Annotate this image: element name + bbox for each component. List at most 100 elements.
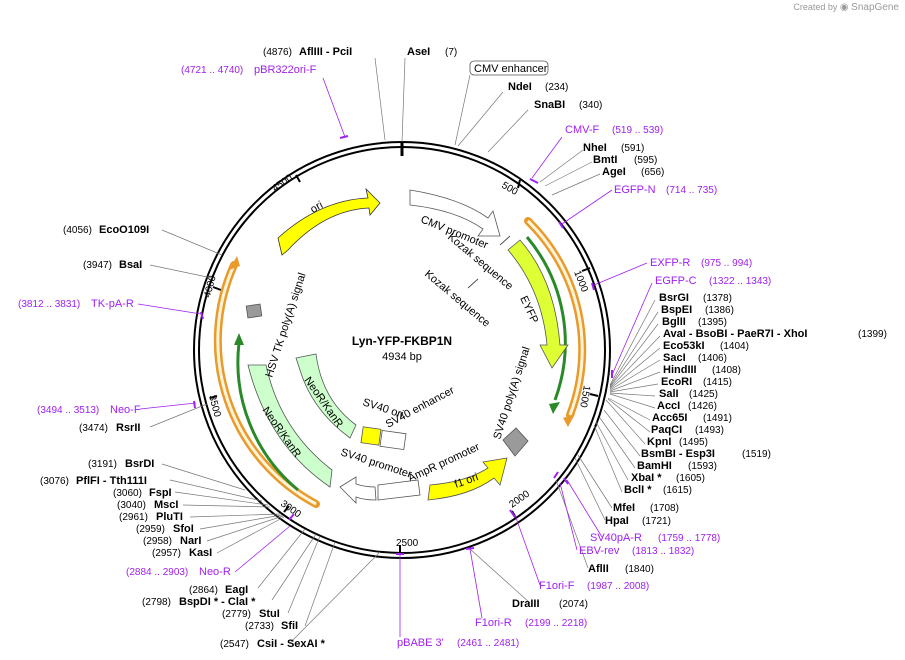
site-bcli-name: BclI *	[624, 484, 652, 496]
tick-label-3500: 3500	[206, 394, 222, 419]
primer-egfpc-name: EGFP-C	[655, 275, 697, 287]
site-avai-pos: (1399)	[858, 329, 887, 340]
site-fspi-pos: (3060)	[113, 488, 142, 499]
primer-f1orif-pos: (1987 .. 2008)	[587, 581, 649, 592]
sv40-polya-box	[502, 427, 529, 457]
site-bamhi-pos: (1593)	[688, 461, 717, 472]
site-aflii-name: AflII	[588, 563, 609, 575]
plasmid-name: Lyn-YFP-FKBP1N	[352, 334, 452, 348]
site-afliii-pos: (4876)	[263, 47, 292, 58]
site-ecori-pos: (1415)	[703, 377, 732, 388]
site-ndei-pos: (234)	[545, 82, 568, 93]
site-bspdi-name: BspDI * - ClaI *	[179, 596, 256, 608]
site-acci-name: AccI	[657, 400, 680, 412]
leader-lines	[149, 57, 661, 644]
kozak-tick-2	[467, 278, 479, 289]
site-bsrdi-name: BsrDI	[125, 458, 154, 470]
site-snabi-pos: (340)	[579, 100, 602, 111]
eyfp-arrow	[507, 239, 569, 369]
primer-exfpr-pos: (975 .. 994)	[701, 258, 752, 269]
green-arc-eyfp	[525, 236, 567, 401]
site-saci-name: SacI	[663, 352, 686, 364]
green-arc-neo	[236, 342, 299, 492]
orange-arrowhead-neo	[229, 256, 240, 270]
tick-label-2500: 2500	[396, 538, 419, 549]
cmv-enhancer-label: CMV enhancer	[474, 63, 548, 75]
primer-sv40par-pos: (1759 .. 1778)	[658, 533, 720, 544]
site-bsai-name: BsaI	[119, 259, 142, 271]
site-acci-pos: (1426)	[688, 401, 717, 412]
site-afliii-name: AflIII - PciI	[299, 46, 352, 58]
hsv-tk-box	[245, 303, 263, 319]
site-aflii-pos: (1840)	[625, 564, 654, 575]
kozak-label-2: Kozak sequence	[422, 268, 492, 329]
site-asei-pos: (7)	[445, 47, 457, 58]
site-rsrii-pos: (3474)	[79, 423, 108, 434]
site-bsrgi-pos: (1378)	[703, 293, 732, 304]
ampr-promoter-arrow	[377, 479, 421, 501]
primer-neor-name: Neo-R	[199, 566, 231, 578]
site-kpni-pos: (1495)	[679, 437, 708, 448]
primer-pbr322-name: pBR322ori-F	[254, 64, 317, 76]
site-ecori-name: EcoRI	[661, 376, 692, 388]
credit-brand: SnapGene	[851, 2, 899, 13]
site-kpni-name: KpnI	[647, 436, 671, 448]
site-sfii-name: SfiI	[281, 620, 298, 632]
site-paqci-pos: (1493)	[695, 425, 724, 436]
orange-arrowhead-eyfp	[563, 414, 575, 427]
site-bglii-pos: (1395)	[698, 317, 727, 328]
site-acc65i-pos: (1491)	[703, 413, 732, 424]
site-draiii-pos: (2074)	[559, 599, 588, 610]
site-sfii-pos: (2733)	[245, 621, 274, 632]
snapgene-credit: Created by ◉ SnapGene	[793, 2, 899, 13]
sv40-promoter-label: SV40 promoter	[339, 446, 413, 480]
site-bsrdi-pos: (3191)	[88, 459, 117, 470]
site-kasi-name: KasI	[189, 547, 212, 559]
primer-egfpn-name: EGFP-N	[614, 184, 656, 196]
orange-arc-eyfp-core	[526, 219, 584, 416]
credit-prefix: Created by	[793, 2, 838, 12]
site-eco0109i-pos: (4056)	[63, 225, 92, 236]
neor-inner-arrow	[295, 353, 357, 439]
site-sali-name: SalI	[659, 388, 679, 400]
site-fspi-name: FspI	[149, 487, 172, 499]
primer-f1orir-name: F1ori-R	[475, 617, 512, 629]
site-acc65i-name: Acc65I	[652, 412, 687, 424]
site-paqci-name: PaqCI	[651, 424, 682, 436]
site-rsrii-name: RsrII	[116, 422, 140, 434]
site-bspei-name: BspEI	[661, 304, 692, 316]
site-eco53ki-pos: (1404)	[720, 341, 749, 352]
site-bsmbi-name: BsmBI - Esp3I	[641, 448, 715, 460]
site-agei-pos: (656)	[641, 167, 664, 178]
site-draiii-name: DraIII	[512, 598, 540, 610]
primer-tkpar-pos: (3812 .. 3831)	[18, 299, 80, 310]
tick-label-2000: 2000	[507, 488, 532, 510]
site-hindiii-pos: (1408)	[712, 365, 741, 376]
site-eagi-pos: (2864)	[189, 585, 218, 596]
sv40-ori-label: SV40 ori	[361, 396, 405, 420]
site-bcli-pos: (1615)	[663, 485, 692, 496]
site-eagi-name: EagI	[225, 584, 248, 596]
ori-arrow	[277, 187, 381, 256]
site-hpai-pos: (1721)	[642, 516, 671, 527]
site-xbai-pos: (1605)	[676, 473, 705, 484]
primer-egfpc-pos: (1322 .. 1343)	[709, 276, 771, 287]
site-xbai-name: XbaI *	[631, 472, 662, 484]
primer-ebvrev-name: EBV-rev	[579, 545, 620, 557]
site-ndei-name: NdeI	[508, 81, 532, 93]
site-asei-name: AseI	[407, 46, 430, 58]
site-sfoi-pos: (2959)	[136, 524, 165, 535]
cmv-promoter-arrow	[409, 189, 501, 237]
primer-neof-pos: (3494 .. 3513)	[37, 405, 99, 416]
site-csii-pos: (2547)	[220, 639, 249, 650]
site-snabi-name: SnaBI	[534, 99, 565, 111]
site-csii-name: CsiI - SexAI *	[257, 638, 326, 650]
green-arrowhead-eyfp	[549, 402, 560, 414]
site-nhei-name: NheI	[583, 142, 607, 154]
primer-ebvrev-pos: (1813 .. 1832)	[632, 546, 694, 557]
site-bsrgi-name: BsrGI	[659, 292, 689, 304]
site-avai-name: AvaI - BsoBI - PaeR7I - XhoI	[663, 328, 807, 340]
site-sfoi-name: SfoI	[173, 523, 194, 535]
primer-egfpn-pos: (714 .. 735)	[666, 185, 717, 196]
